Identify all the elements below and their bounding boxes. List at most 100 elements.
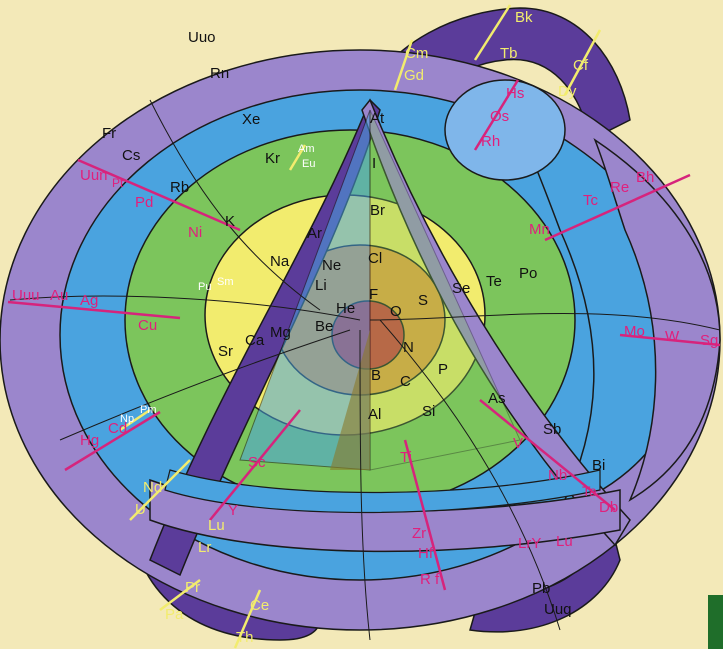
- right-purple-lobe: [593, 138, 721, 502]
- label-au: Au: [50, 287, 68, 304]
- label-bh: Bh: [636, 169, 654, 186]
- label-ca: Ca: [245, 332, 265, 349]
- label-pr: Pr: [185, 579, 200, 596]
- label-lr: Lr: [198, 539, 211, 556]
- label-lu-right: Lu: [556, 533, 573, 550]
- label-rf: R f: [420, 571, 440, 588]
- label-ta: Ta: [582, 483, 597, 499]
- label-mg: Mg: [270, 324, 291, 341]
- label-uuo: Uuo: [188, 29, 216, 46]
- right-cut-face: [369, 109, 521, 471]
- group-line-sc: [209, 409, 301, 521]
- label-he: He: [336, 300, 355, 317]
- label-am: Am: [298, 143, 315, 155]
- fblock-line-np: [119, 408, 151, 432]
- label-uuq: Uuq: [544, 601, 572, 618]
- label-os: Os: [490, 108, 509, 125]
- fblock-line-am: [288, 144, 307, 171]
- labels-yellow: Pu Sm Np Pm Am Eu Nd U Lu Lr Pr Pa Ce Th…: [120, 9, 589, 646]
- label-np: Np: [120, 413, 134, 425]
- label-mo: Mo: [624, 323, 645, 340]
- label-n: N: [403, 339, 414, 356]
- label-as: As: [488, 390, 506, 407]
- front-ribbons: [149, 98, 631, 577]
- label-pu: Pu: [198, 281, 211, 293]
- label-tb: Tb: [500, 45, 518, 62]
- label-o: O: [390, 303, 402, 320]
- label-sr: Sr: [218, 343, 233, 360]
- label-cs: Cs: [122, 147, 140, 164]
- grid-line: [9, 295, 361, 321]
- bottom-blue-band: [164, 469, 601, 514]
- label-f: F: [369, 286, 378, 303]
- grid-line: [369, 312, 721, 331]
- label-ti: Ti: [400, 449, 412, 466]
- label-sc: Sc: [248, 454, 266, 471]
- corner-marker: [708, 595, 723, 649]
- group-line-ti: [403, 439, 447, 591]
- label-rn: Rn: [210, 65, 229, 82]
- label-ne: Ne: [322, 257, 341, 274]
- fblock-line-ce: [233, 589, 262, 649]
- label-cu: Cu: [138, 317, 157, 334]
- label-sb: Sb: [543, 421, 561, 438]
- label-sm: Sm: [217, 276, 234, 288]
- label-cf: Cf: [573, 57, 589, 74]
- label-lu: Lu: [208, 517, 225, 534]
- group-line-os: [473, 79, 520, 151]
- fblock-line-pr: [159, 579, 201, 611]
- label-v: V: [513, 435, 523, 452]
- label-pb: Pb: [532, 580, 550, 597]
- labels-magenta: Uun Pt Pd Ni Uuu Au Ag Cu Hg Cd Sc Y Ti …: [12, 85, 718, 588]
- fblock-line-cf: [563, 29, 602, 96]
- labels-black: Uuo Rn Xe Kr Ar Ne He Fr Cs Rb K Na Li M…: [102, 29, 605, 618]
- label-hf: Hf: [418, 545, 434, 562]
- label-li: Li: [315, 277, 327, 294]
- grid-line: [379, 319, 561, 631]
- label-cm: Cm: [405, 45, 428, 62]
- label-w: W: [665, 328, 680, 345]
- label-be: Be: [315, 318, 333, 335]
- fblock-lines: [119, 4, 602, 649]
- label-lry: LrY: [518, 535, 541, 552]
- label-po: Po: [519, 265, 537, 282]
- label-k: K: [225, 213, 235, 230]
- fblock-line-nd: [129, 459, 191, 521]
- label-sg: Sg: [700, 332, 718, 349]
- label-br: Br: [370, 202, 385, 219]
- label-na: Na: [270, 253, 290, 270]
- label-al: Al: [368, 406, 381, 423]
- label-ni: Ni: [188, 224, 202, 241]
- group-line-v: [479, 399, 616, 511]
- label-pm: Pm: [140, 404, 157, 416]
- label-bi: Bi: [592, 457, 605, 474]
- left-cut-face: [239, 109, 371, 471]
- label-si: Si: [422, 403, 435, 420]
- group-line-ni: [77, 158, 241, 232]
- label-fr: Fr: [102, 125, 116, 142]
- label-cl: Cl: [368, 250, 382, 267]
- label-ce: Ce: [250, 597, 269, 614]
- label-kr: Kr: [265, 150, 280, 167]
- label-nd: Nd: [143, 479, 162, 496]
- grid-line: [359, 329, 371, 641]
- label-uun: Uun: [80, 167, 108, 184]
- label-dy: Dy: [558, 83, 577, 100]
- fblock-line-pu: [209, 273, 246, 287]
- label-zr: Zr: [412, 525, 426, 542]
- label-u: U: [135, 501, 146, 518]
- label-hs: Hs: [506, 85, 524, 102]
- top-right-ring-hole: [444, 79, 566, 181]
- label-c: C: [400, 373, 411, 390]
- fblock-line-cm: [393, 39, 414, 91]
- grid-line: [59, 329, 351, 441]
- label-mn: Mn: [529, 221, 550, 238]
- label-bk: Bk: [515, 9, 533, 26]
- label-uuu: Uuu: [12, 287, 40, 304]
- group-line-cu: [7, 300, 181, 320]
- group-lines: [7, 79, 721, 591]
- label-eu: Eu: [302, 158, 315, 170]
- label-rb: Rb: [170, 179, 189, 196]
- label-xe: Xe: [242, 111, 260, 128]
